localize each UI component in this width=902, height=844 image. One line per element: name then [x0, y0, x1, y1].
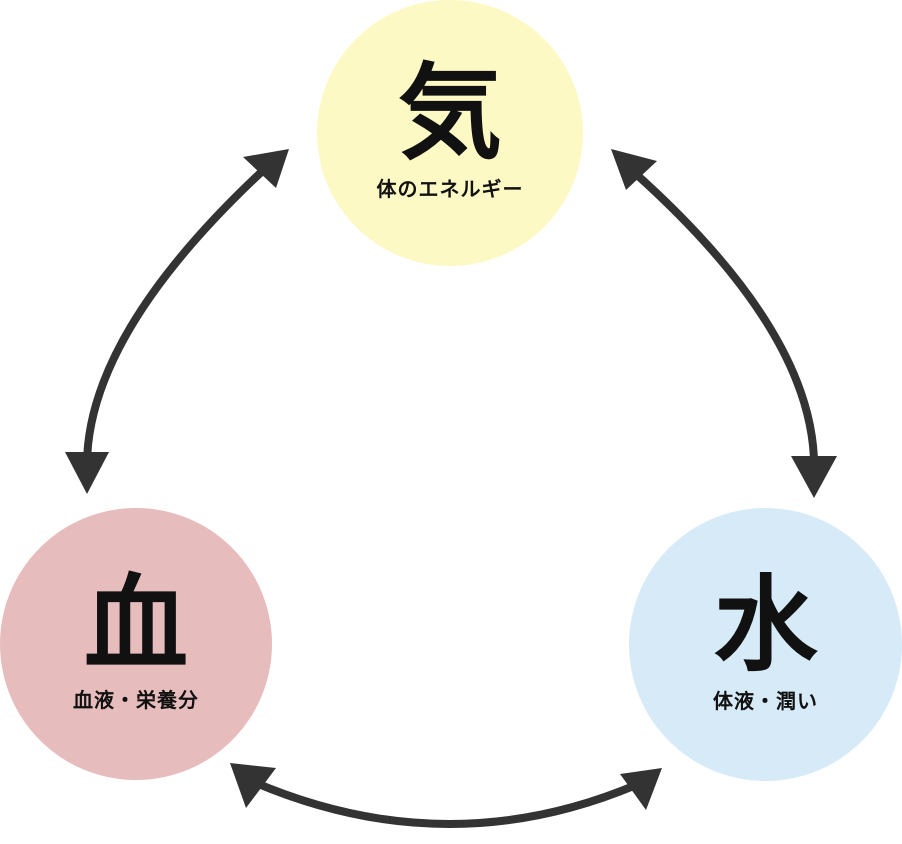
node-sui: 水 体液・潤い — [629, 508, 902, 781]
node-ketsu-kanji: 血 — [83, 562, 188, 685]
node-sui-label: 体液・潤い — [713, 688, 818, 713]
node-ki-kanji: 気 — [397, 51, 502, 174]
arrow-ketsu-sui — [230, 763, 662, 828]
node-ki: 気 体のエネルギー — [317, 0, 583, 266]
node-sui-kanji: 水 — [713, 562, 818, 686]
node-ketsu: 血 血液・栄養分 — [0, 508, 272, 780]
arrow-ki-sui — [611, 149, 837, 498]
node-ki-label: 体のエネルギー — [376, 177, 524, 201]
arrow-ki-ketsu — [65, 149, 289, 494]
node-ketsu-label: 血液・栄養分 — [73, 688, 199, 712]
